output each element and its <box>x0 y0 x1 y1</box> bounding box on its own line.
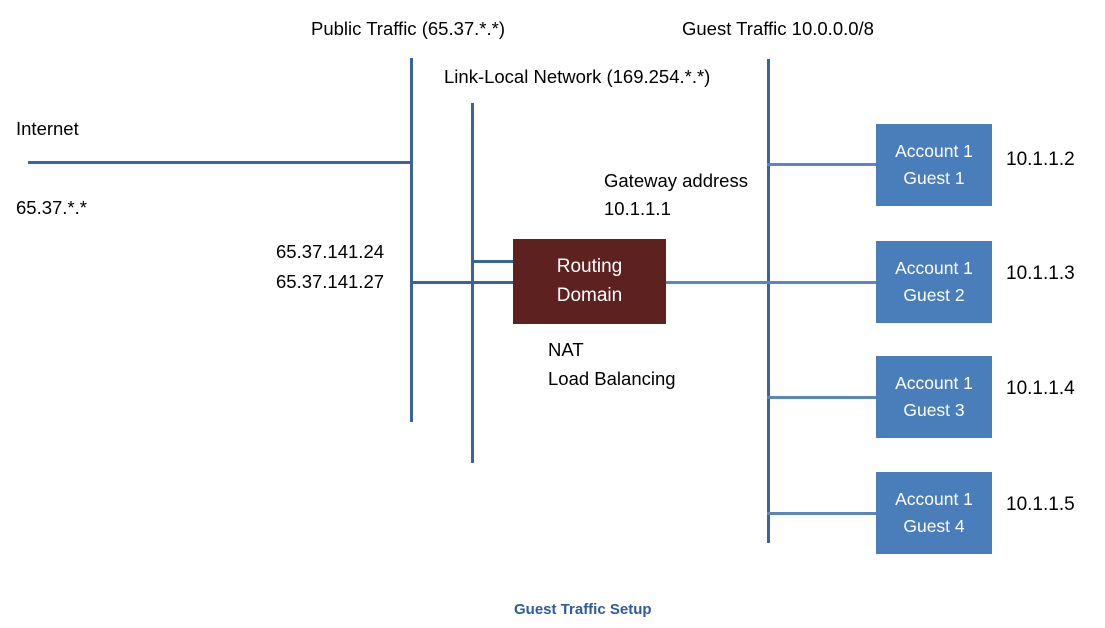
guest-3-connector-line <box>767 396 879 399</box>
guest-3-ip-label: 10.1.1.4 <box>1006 378 1075 399</box>
public-traffic-trunk-line <box>410 58 413 422</box>
guest-box-3[interactable]: Account 1 Guest 3 <box>876 356 992 438</box>
public-ip-address-1: 65.37.141.24 <box>276 241 385 262</box>
guest-traffic-trunk-line <box>767 59 770 543</box>
gateway-address-value: 10.1.1.1 <box>604 198 671 219</box>
guest-4-connector-line <box>767 512 879 515</box>
internet-connector-line <box>28 161 413 164</box>
gateway-address-label: Gateway address <box>604 170 748 191</box>
routing-domain-box[interactable]: Routing Domain <box>513 239 666 324</box>
load-balancing-label: Load Balancing <box>548 368 676 389</box>
guest-traffic-header: Guest Traffic 10.0.0.0/8 <box>682 18 874 39</box>
routing-domain-label-line-2: Domain <box>556 284 623 306</box>
guest-1-connector-line <box>767 163 879 166</box>
routing-domain-to-guest-trunk-line <box>664 281 770 284</box>
nat-label: NAT <box>548 339 584 360</box>
guest-1-account: Account 1 <box>895 140 973 161</box>
link-local-to-routing-domain-line <box>471 260 516 263</box>
routing-domain-label-line-1: Routing <box>556 256 623 277</box>
guest-4-ip-label: 10.1.1.5 <box>1006 494 1075 515</box>
guest-2-connector-line <box>767 281 879 284</box>
public-ip-address-2: 65.37.141.27 <box>276 271 385 292</box>
guest-1-ip-label: 10.1.1.2 <box>1006 149 1075 170</box>
internet-subnet-label: 65.37.*.* <box>16 197 87 218</box>
guest-box-2[interactable]: Account 1 Guest 2 <box>876 241 992 323</box>
guest-box-1[interactable]: Account 1 Guest 1 <box>876 124 992 206</box>
guest-box-4[interactable]: Account 1 Guest 4 <box>876 472 992 554</box>
guest-4-name: Guest 4 <box>903 516 965 536</box>
guest-4-account: Account 1 <box>895 488 973 509</box>
guest-2-account: Account 1 <box>895 257 973 278</box>
public-traffic-header: Public Traffic (65.37.*.*) <box>311 18 505 39</box>
internet-label: Internet <box>16 118 79 139</box>
diagram-caption: Guest Traffic Setup <box>514 601 652 618</box>
guest-1-name: Guest 1 <box>903 168 965 188</box>
guest-2-name: Guest 2 <box>903 285 965 305</box>
guest-3-account: Account 1 <box>895 372 973 393</box>
public-trunk-to-routing-domain-line <box>410 281 516 284</box>
guest-3-name: Guest 3 <box>903 400 965 420</box>
guest-2-ip-label: 10.1.1.3 <box>1006 263 1075 284</box>
link-local-network-header: Link-Local Network (169.254.*.*) <box>444 66 711 87</box>
